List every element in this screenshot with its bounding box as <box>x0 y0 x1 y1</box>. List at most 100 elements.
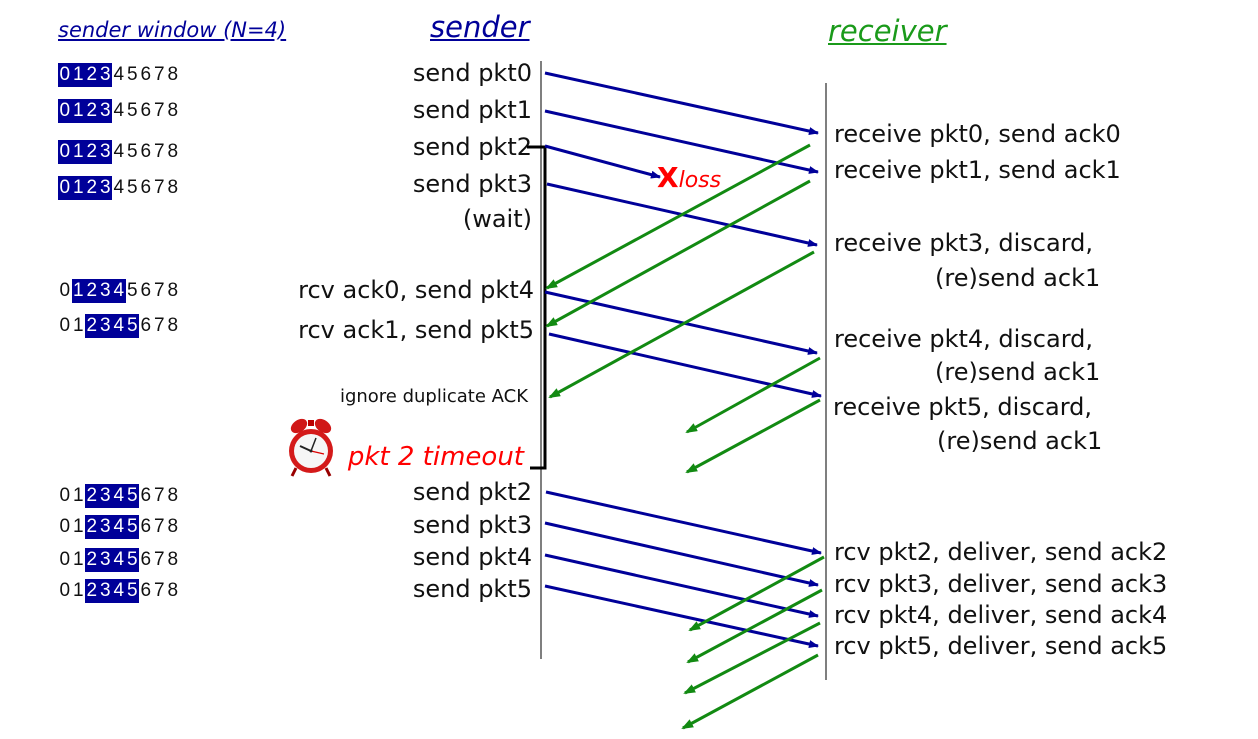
sequence-number: 6 <box>140 177 152 198</box>
receiver-event: rcv pkt4, deliver, send ack4 <box>834 601 1168 629</box>
sequence-number: 2 <box>86 141 98 162</box>
sequence-number: 3 <box>99 141 111 162</box>
sequence-number: 7 <box>153 549 165 570</box>
timeout-bracket <box>527 145 547 470</box>
receiver-event: rcv pkt2, deliver, send ack2 <box>834 538 1168 566</box>
arrow-group <box>544 71 825 730</box>
ack-arrow-ack0 <box>545 143 811 290</box>
sequence-number: 8 <box>167 485 179 506</box>
sequence-number: 4 <box>113 141 125 162</box>
sequence-number: 5 <box>126 64 138 85</box>
sender-event: send pkt3 <box>412 511 532 539</box>
sender-event: rcv ack0, send pkt4 <box>298 276 534 304</box>
sequence-number: 7 <box>153 516 165 537</box>
sequence-number: 0 <box>59 580 71 601</box>
sequence-number: 6 <box>140 315 152 336</box>
sequence-number: 5 <box>126 516 138 537</box>
sequence-number: 8 <box>167 315 179 336</box>
sequence-number: 0 <box>59 64 71 85</box>
sender-event: send pkt3 <box>412 170 532 198</box>
sequence-number: 7 <box>153 315 165 336</box>
sequence-number: 1 <box>72 100 84 121</box>
receiver-event-continuation: (re)send ack1 <box>937 427 1103 455</box>
ack-arrow-ack1 <box>545 179 811 328</box>
sequence-number: 5 <box>126 315 138 336</box>
sequence-number: 1 <box>72 315 84 336</box>
sequence-number: 7 <box>153 141 165 162</box>
alarm-clock-icon <box>286 416 342 478</box>
sequence-number: 4 <box>113 280 125 301</box>
sequence-number: 2 <box>86 315 98 336</box>
sequence-number: 3 <box>99 549 111 570</box>
sequence-number: 1 <box>72 64 84 85</box>
sequence-number: 3 <box>99 280 111 301</box>
sequence-number: 7 <box>153 485 165 506</box>
sequence-number: 7 <box>153 177 165 198</box>
receiver-event: receive pkt0, send ack0 <box>834 120 1121 148</box>
send-arrow-pkt5 <box>548 332 822 398</box>
sequence-number: 5 <box>126 141 138 162</box>
receiver-header: receiver <box>828 14 947 48</box>
receiver-event: rcv pkt3, deliver, send ack3 <box>834 570 1168 598</box>
sequence-number: 3 <box>99 516 111 537</box>
sequence-number: 2 <box>86 177 98 198</box>
ignore-duplicate-ack-label: ignore duplicate ACK <box>339 386 528 407</box>
receiver-event: receive pkt3, discard, <box>834 229 1094 257</box>
ack-arrow-dup-ack1 <box>685 398 821 474</box>
sequence-number: 2 <box>86 516 98 537</box>
sequence-number: 0 <box>59 516 71 537</box>
sequence-number: 4 <box>113 580 125 601</box>
sender-event: send pkt2 <box>412 478 532 506</box>
loss-label: loss <box>678 168 722 193</box>
send-arrow-pkt1 <box>544 109 819 174</box>
sequence-number: 4 <box>113 315 125 336</box>
sequence-number: 2 <box>86 580 98 601</box>
sequence-number: 8 <box>167 141 179 162</box>
sender-event-column: send pkt0 send pkt1 send pkt2 send pkt3 … <box>0 0 534 739</box>
sequence-number: 2 <box>86 485 98 506</box>
receiver-event-continuation: (re)send ack1 <box>935 264 1101 292</box>
sequence-number: 5 <box>126 177 138 198</box>
sequence-number: 1 <box>72 580 84 601</box>
sequence-number: 1 <box>72 485 84 506</box>
sender-header: sender <box>430 10 530 44</box>
sequence-number: 4 <box>113 177 125 198</box>
sequence-number: 0 <box>59 141 71 162</box>
ack-arrow-ack4 <box>683 621 821 695</box>
sender-event: send pkt4 <box>412 543 532 571</box>
sequence-number: 7 <box>153 280 165 301</box>
sequence-number: 8 <box>167 516 179 537</box>
sequence-number: 3 <box>99 580 111 601</box>
sequence-number: 8 <box>167 177 179 198</box>
sequence-number: 5 <box>126 280 138 301</box>
sequence-number: 0 <box>59 100 71 121</box>
sequence-number: 5 <box>126 580 138 601</box>
sequence-number: 4 <box>113 100 125 121</box>
sender-window-header: sender window (N=4) <box>58 18 287 42</box>
sequence-number: 7 <box>153 100 165 121</box>
loss-marker: Xloss <box>657 161 721 194</box>
sender-event: send pkt1 <box>412 96 532 124</box>
sequence-number: 5 <box>126 549 138 570</box>
receiver-event: rcv pkt5, deliver, send ack5 <box>834 632 1168 660</box>
sequence-number: 6 <box>140 64 152 85</box>
ack-arrow-dup-ack1 <box>548 250 815 399</box>
send-arrow-pkt2-lost <box>544 144 661 179</box>
sequence-number: 3 <box>99 485 111 506</box>
sequence-number: 8 <box>167 100 179 121</box>
sequence-number: 3 <box>99 177 111 198</box>
